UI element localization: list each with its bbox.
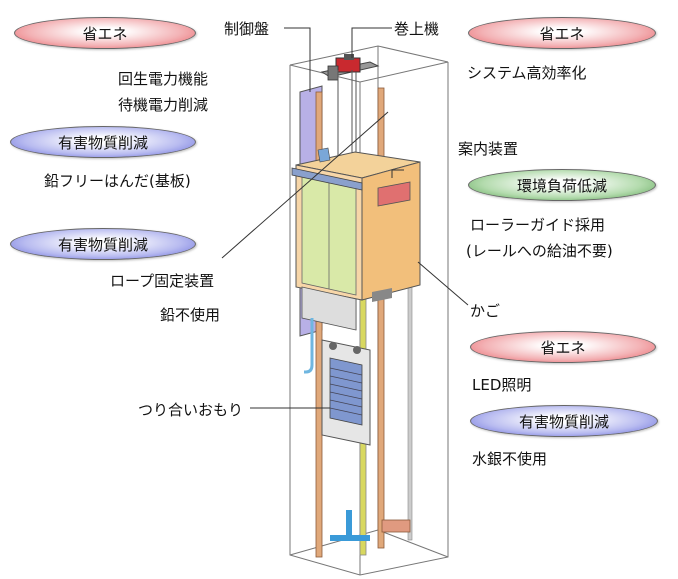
- label-hoist: 巻上機: [394, 20, 440, 38]
- label-no-oil: (レールへの給油不要): [466, 242, 613, 260]
- badge-text: 有害物質削減: [57, 235, 148, 254]
- hoist-machine: [320, 54, 380, 81]
- eco-badge-hazard-reduction: 有害物質削減: [10, 228, 196, 260]
- label-roller-guide: ローラーガイド採用: [470, 216, 606, 234]
- label-control-panel: 制御盤: [224, 20, 270, 38]
- label-regen: 回生電力機能: [118, 70, 209, 88]
- label-counterweight: つり合いおもり: [138, 401, 244, 419]
- label-car: かご: [470, 302, 501, 320]
- eco-badge-environmental-load: 環境負荷低減: [468, 169, 656, 201]
- elevator-car: [291, 147, 421, 331]
- eco-badge-energy-saving: 省エネ: [470, 331, 656, 363]
- label-guide-device: 案内装置: [458, 140, 519, 158]
- label-standby: 待機電力削減: [118, 96, 209, 114]
- label-led: LED照明: [472, 376, 532, 394]
- eco-badge-energy-saving: 省エネ: [14, 17, 196, 49]
- eco-badge-energy-saving: 省エネ: [468, 17, 656, 49]
- badge-text: 有害物質削減: [518, 412, 609, 431]
- label-rope-fix: ロープ固定装置: [110, 272, 215, 290]
- badge-text: 省エネ: [540, 338, 586, 357]
- badge-text: 環境負荷低減: [516, 176, 607, 195]
- label-system-eff: システム高効率化: [467, 64, 587, 82]
- label-no-lead: 鉛不使用: [160, 306, 221, 324]
- eco-badge-hazard-reduction: 有害物質削減: [470, 405, 658, 437]
- leader-lines: [221, 27, 469, 409]
- badge-text: 省エネ: [539, 24, 585, 43]
- badge-text: 省エネ: [82, 24, 128, 43]
- label-leadfree-solder: 鉛フリーはんだ(基板): [44, 172, 191, 190]
- counterweight: [321, 339, 371, 446]
- badge-text: 有害物質削減: [57, 133, 148, 152]
- label-no-mercury: 水銀不使用: [472, 450, 548, 468]
- pit-equipment: [330, 510, 411, 541]
- travel-cable: [304, 318, 314, 374]
- eco-badge-hazard-reduction: 有害物質削減: [10, 126, 196, 158]
